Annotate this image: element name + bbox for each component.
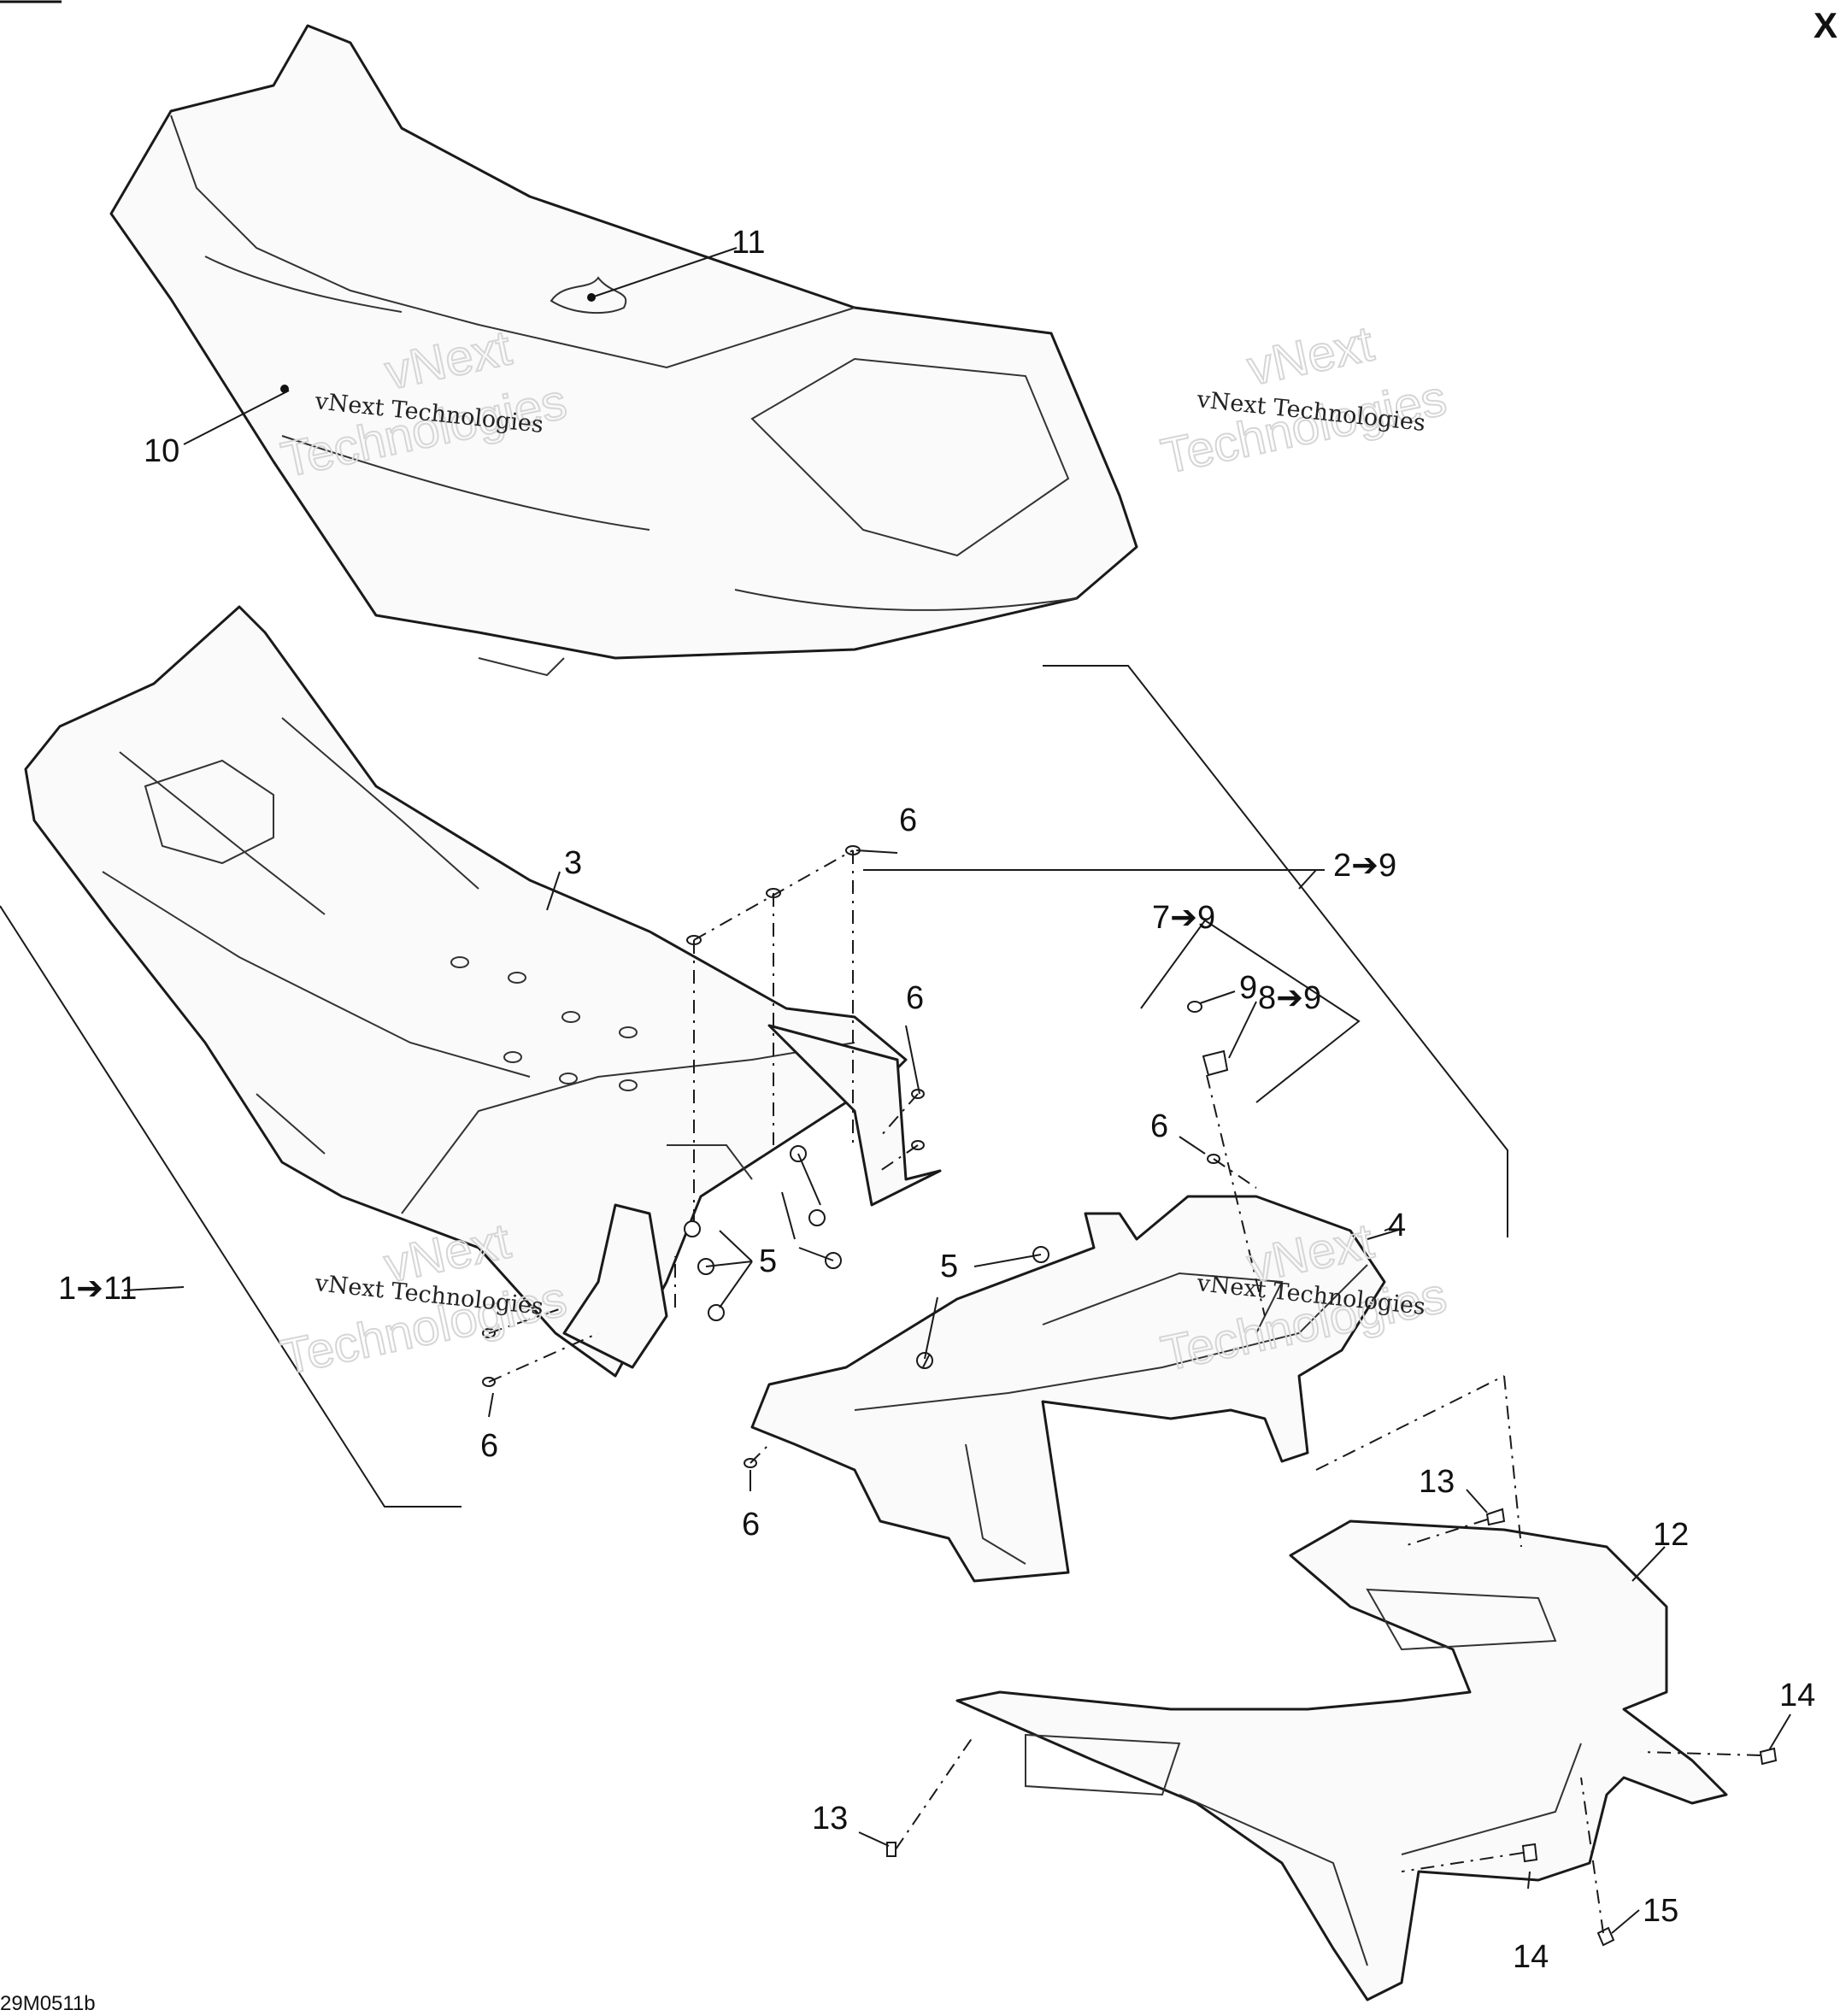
support-frame-part — [750, 1195, 1386, 1583]
alignment-lines — [488, 849, 1761, 1934]
lower-cover-part — [955, 1519, 1728, 2001]
callout-5-lower: 5 — [940, 1249, 958, 1284]
hardware-group — [482, 845, 1778, 1947]
callout-3: 3 — [564, 845, 582, 881]
callout-4: 4 — [1388, 1208, 1406, 1243]
callout-6-right: 6 — [906, 980, 924, 1016]
callout-9: 9 — [1239, 970, 1257, 1006]
callout-8-to-9: 8➔9 — [1258, 980, 1321, 1016]
callout-13-top: 13 — [1419, 1464, 1455, 1500]
callout-5-upper: 5 — [759, 1243, 777, 1279]
seat-cover-part — [109, 24, 1138, 677]
watermark-top-right: vNext Technologies — [1155, 314, 1452, 485]
storage-bin-part — [24, 605, 942, 1378]
callout-2-to-9: 2➔9 — [1333, 848, 1396, 884]
callout-14-right: 14 — [1779, 1678, 1815, 1713]
callout-labels: 1➔11 2➔9 3 4 5 5 6 6 6 6 6 7➔9 8➔9 9 10 … — [58, 225, 1815, 1975]
callout-6-top: 6 — [899, 802, 917, 838]
callout-1-to-11: 1➔11 — [58, 1271, 137, 1307]
callout-12: 12 — [1653, 1517, 1689, 1553]
callout-10: 10 — [144, 433, 179, 469]
callout-11: 11 — [732, 225, 765, 261]
callout-14-bottom: 14 — [1513, 1939, 1549, 1975]
callout-6-left: 6 — [480, 1428, 498, 1464]
figure-code: 29M0511b — [0, 1992, 96, 2015]
callout-13-bottom: 13 — [812, 1801, 848, 1837]
callout-15: 15 — [1643, 1893, 1678, 1929]
corner-mark: X — [1814, 5, 1837, 45]
bracket-lines — [0, 665, 1508, 1508]
leader-lines — [123, 247, 1791, 1934]
callout-6-bottom: 6 — [742, 1507, 760, 1543]
watermark-line1: vNext — [1243, 315, 1379, 396]
callout-7-to-9: 7➔9 — [1152, 900, 1215, 936]
callout-6-frame: 6 — [1150, 1108, 1168, 1144]
